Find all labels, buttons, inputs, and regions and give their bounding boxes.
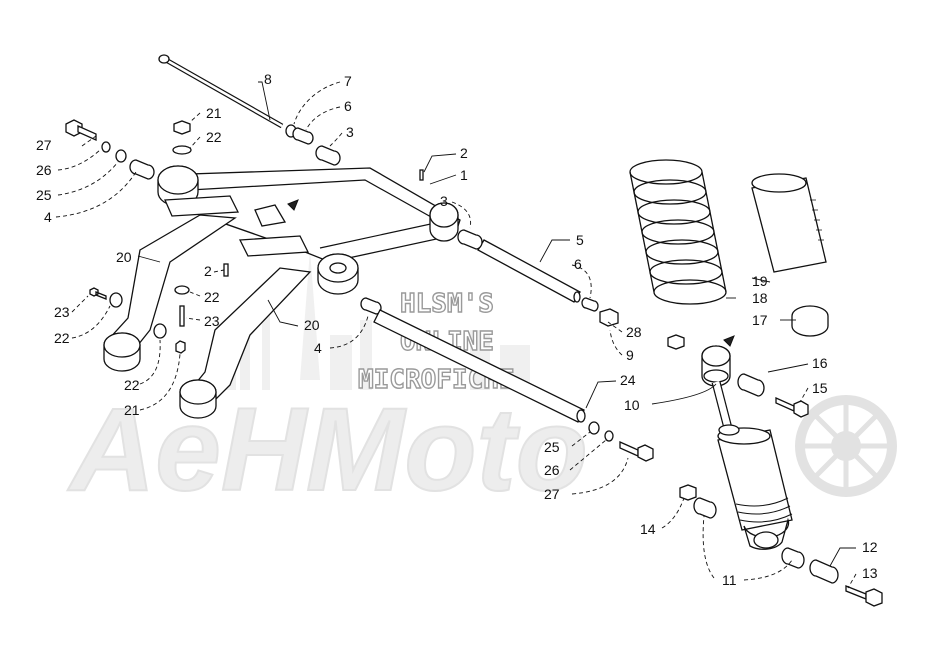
arrow-marker-upper [287,199,299,211]
part-trailing-arm-20a [103,214,237,372]
part-washer-22a [172,145,192,155]
part-washer-22b [109,292,123,308]
part-bushing-3a [315,145,341,166]
part-bushing-16 [737,373,765,397]
callout-16: 16 [812,355,828,371]
part-washer-22d [153,323,167,339]
callout-28: 28 [626,324,642,340]
watermark-brand-text: AeHMoto [67,384,588,516]
part-coil-spring-18 [629,159,727,305]
callout-14: 14 [640,521,656,537]
part-washer-22c [174,285,190,295]
part-spacer-6 [292,127,314,145]
part-washer-26a [101,141,111,153]
part-bushing-11b [781,547,805,569]
callout-17: 17 [752,312,768,328]
part-bushing-3b [457,229,483,250]
part-screw-23b [179,305,185,327]
part-long-bolt-8 [158,54,284,129]
callout-6b: 6 [574,256,582,272]
part-nut-14 [679,484,697,501]
part-sleeve-12 [809,559,839,584]
callout-20b: 20 [304,317,320,333]
parts [65,54,883,607]
callout-2: 2 [460,145,468,161]
part-bushing-4a [129,159,155,180]
callout-7: 7 [344,73,352,89]
callout-19: 19 [752,273,768,289]
part-washer-25b [588,421,600,435]
part-bracket-mid [254,204,287,227]
part-nut-28 [667,334,685,350]
callout-22b: 22 [204,289,220,305]
callout-3: 3 [346,124,354,140]
callout-3b: 3 [440,193,448,209]
callout-23: 23 [54,304,70,320]
part-screw-2 [223,263,229,277]
part-spring-retainer-17 [791,305,829,337]
callout-20: 20 [116,249,132,265]
part-bolt-27b [619,440,654,462]
watermark: AeHMoto HLSM'S ONLINE MICROFICHE [66,250,897,517]
part-shock-absorber-10 [701,335,793,550]
part-bump-stop-19 [751,173,827,273]
callout-18: 18 [752,290,768,306]
part-washer-25a [115,149,127,163]
callout-27b: 27 [544,486,560,502]
callout-22d: 22 [124,377,140,393]
part-nut-9 [599,308,619,327]
callout-12: 12 [862,539,878,555]
callout-25b: 25 [544,439,560,455]
part-washer-26b [604,430,614,442]
callout-6: 6 [344,98,352,114]
callout-8: 8 [264,71,272,87]
part-bushing-4b [360,297,382,315]
part-nut-21b [175,340,186,354]
callout-23b: 23 [204,313,220,329]
part-bolt-13 [845,585,883,607]
part-shaft-24 [373,309,586,423]
callout-9: 9 [626,347,634,363]
callout-22c: 22 [54,330,70,346]
callout-15: 15 [812,380,828,396]
part-screw-23a [89,287,107,300]
part-bracket-lower [238,235,310,257]
part-bushing-11a [693,497,717,519]
callout-26: 26 [36,162,52,178]
leader-lines [55,81,857,589]
callout-21: 21 [206,105,222,121]
part-bolt-15 [775,396,809,418]
part-spacer-6b [581,297,599,312]
callout-4: 4 [44,209,52,225]
part-bracket-upper [164,195,240,217]
part-nut-21a [173,120,191,135]
watermark-line-1: HLSM'S [400,289,494,319]
callout-22: 22 [206,129,222,145]
callout-27: 27 [36,137,52,153]
callout-24: 24 [620,372,636,388]
callout-5: 5 [576,232,584,248]
callout-25: 25 [36,187,52,203]
callout-labels: 8 7 6 3 21 22 27 26 25 4 2 1 3 20 2 22 2… [36,71,878,588]
callout-2b: 2 [204,263,212,279]
callout-26b: 26 [544,462,560,478]
callout-11: 11 [722,572,737,588]
part-trailing-arm-20b [179,267,312,419]
part-bolt-27a [65,119,97,142]
watermark-wheel-icon [795,395,897,497]
callout-4b: 4 [314,340,322,356]
part-screw-2b [419,169,424,181]
callout-10: 10 [624,397,640,413]
callout-1: 1 [460,167,468,183]
callout-13: 13 [862,565,878,581]
callout-21b: 21 [124,402,140,418]
